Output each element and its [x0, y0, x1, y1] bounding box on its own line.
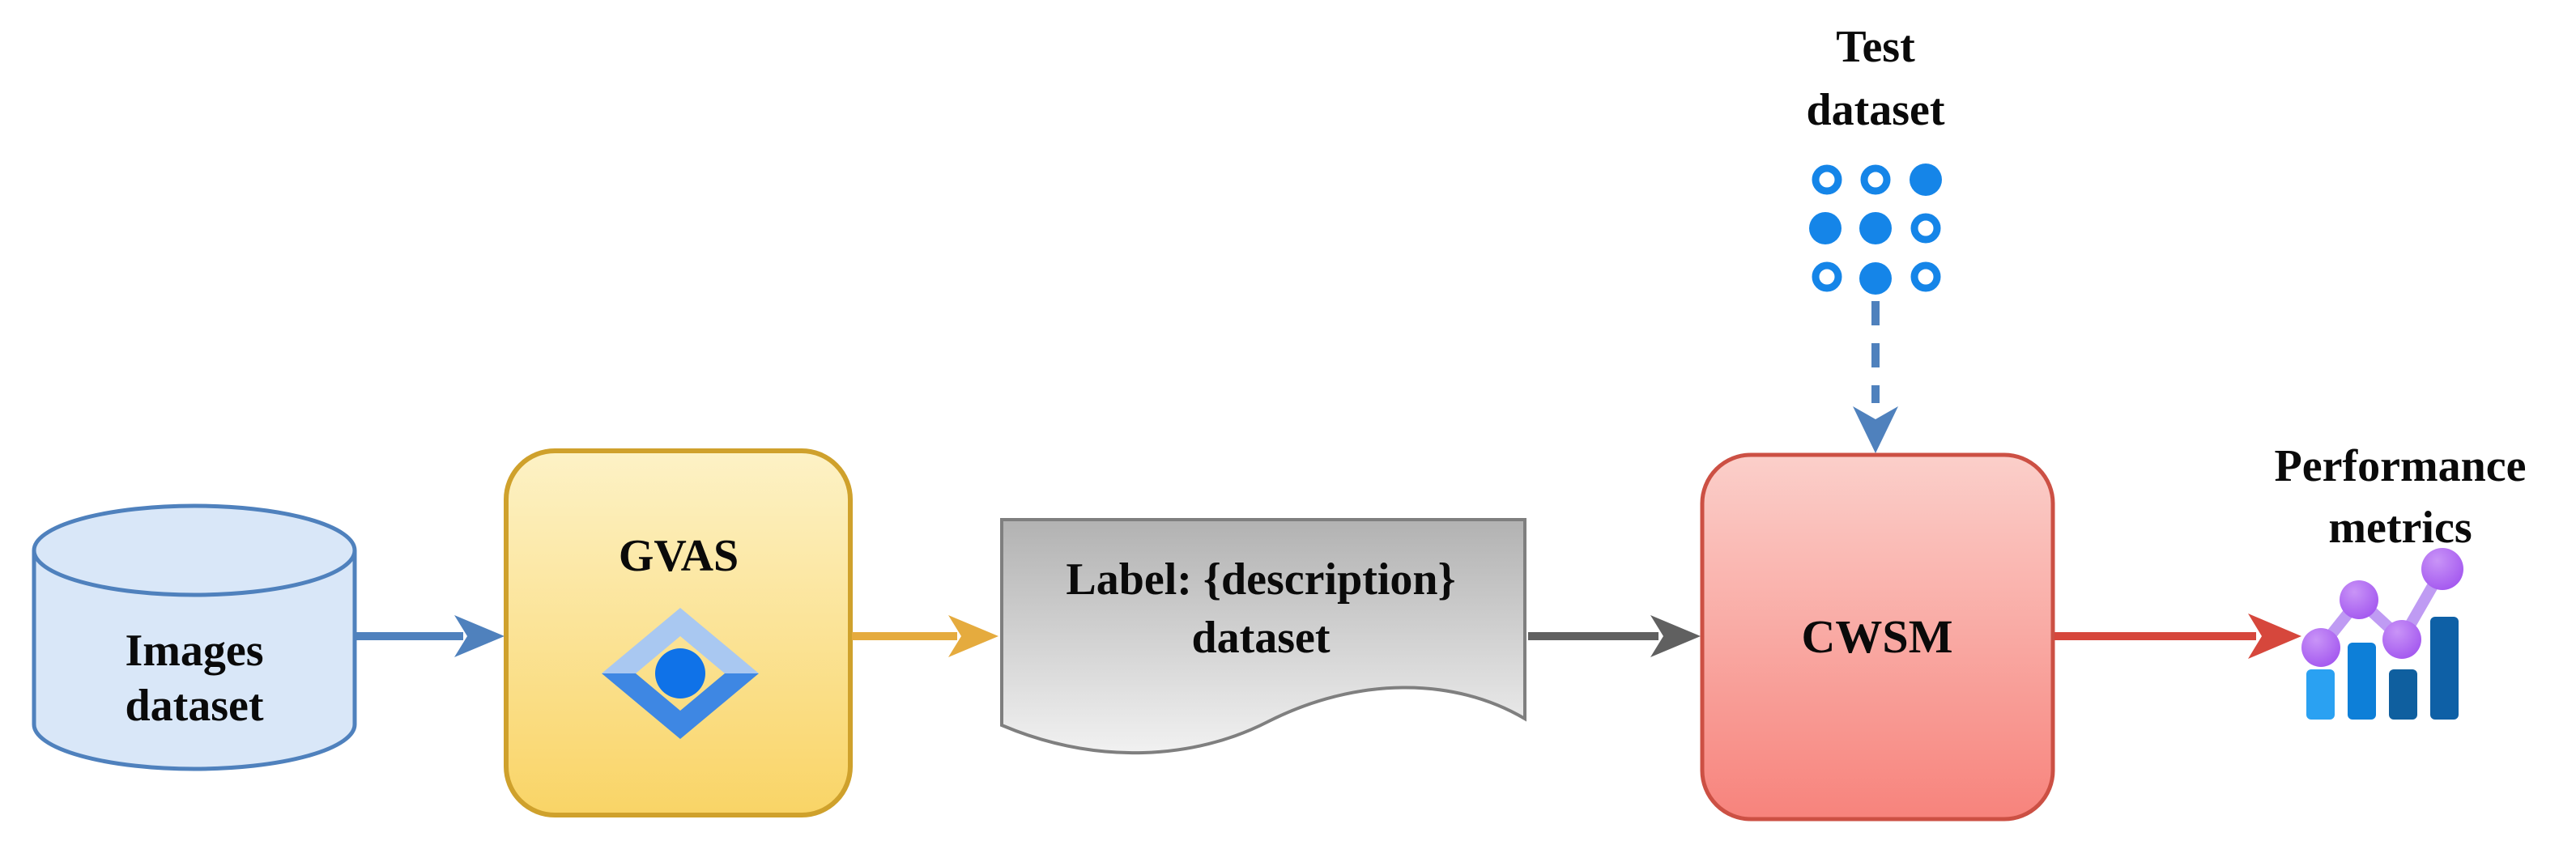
dot-filled — [1859, 262, 1892, 295]
node-test-dataset: Test dataset — [1806, 22, 1945, 295]
cwsm-label: CWSM — [1802, 610, 1953, 663]
test-dataset-label-line1: Test — [1836, 22, 1915, 72]
database-cylinder-body — [32, 550, 357, 771]
performance-label-line1: Performance — [2275, 441, 2527, 491]
dot-hollow — [1812, 164, 1842, 195]
chart-bar-1 — [2306, 669, 2335, 720]
arrow-label-dataset-to-cwsm — [1528, 615, 1701, 657]
dot-grid-icon — [1809, 163, 1942, 295]
chart-bar-3 — [2389, 669, 2417, 720]
dashed-arrow-head — [1853, 406, 1898, 453]
node-cwsm: CWSM — [1700, 452, 2055, 822]
arrow-cwsm-to-performance — [2054, 614, 2301, 659]
performance-label-line2: metrics — [2328, 503, 2472, 553]
diamond-center-dot — [655, 648, 705, 699]
dot-hollow — [1910, 213, 1941, 244]
trend-line — [2315, 563, 2448, 653]
dot-hollow — [1910, 261, 1941, 292]
dot-filled — [1859, 212, 1892, 244]
chart-bar-4 — [2430, 617, 2459, 720]
dot-hollow — [1860, 164, 1891, 195]
diamond-top-half — [602, 608, 759, 673]
trend-marker-2 — [2340, 580, 2378, 619]
arrow-head — [454, 615, 505, 657]
diamond-bottom-half — [602, 673, 759, 739]
arrow-test-dataset-to-cwsm — [1853, 301, 1898, 453]
node-label-dataset: Label: {description} dataset — [1000, 518, 1526, 755]
arrow-images-to-gvas — [356, 615, 505, 657]
bar-line-chart-icon — [2301, 548, 2463, 720]
cwsm-box-shape — [1700, 452, 2055, 822]
vision-diamond-icon — [602, 608, 759, 739]
arrow-head — [1650, 615, 1701, 657]
arrow-gvas-to-label-dataset — [852, 615, 998, 657]
dot-filled — [1910, 163, 1942, 196]
node-images-dataset: Images dataset — [32, 503, 357, 771]
dot-hollow — [1812, 261, 1842, 292]
trend-marker-3 — [2382, 620, 2421, 659]
trend-marker-4 — [2421, 548, 2463, 590]
wave-document-shape — [1000, 518, 1526, 755]
images-dataset-label-line1: Images — [125, 626, 263, 676]
test-dataset-label-line2: dataset — [1806, 85, 1944, 135]
dot-filled — [1809, 212, 1842, 244]
label-dataset-line2: dataset — [1191, 613, 1330, 663]
node-gvas: GVAS — [504, 448, 853, 817]
chart-bar-2 — [2348, 643, 2376, 720]
label-dataset-line1: Label: {description} — [1066, 554, 1455, 605]
trend-marker-1 — [2301, 628, 2340, 667]
images-dataset-label-line2: dataset — [125, 681, 263, 731]
gvas-label: GVAS — [619, 531, 739, 581]
node-performance-metrics: Performance metrics — [2275, 441, 2527, 720]
arrow-head — [2248, 614, 2301, 659]
database-cylinder-top — [32, 503, 357, 597]
arrow-head — [948, 615, 998, 657]
